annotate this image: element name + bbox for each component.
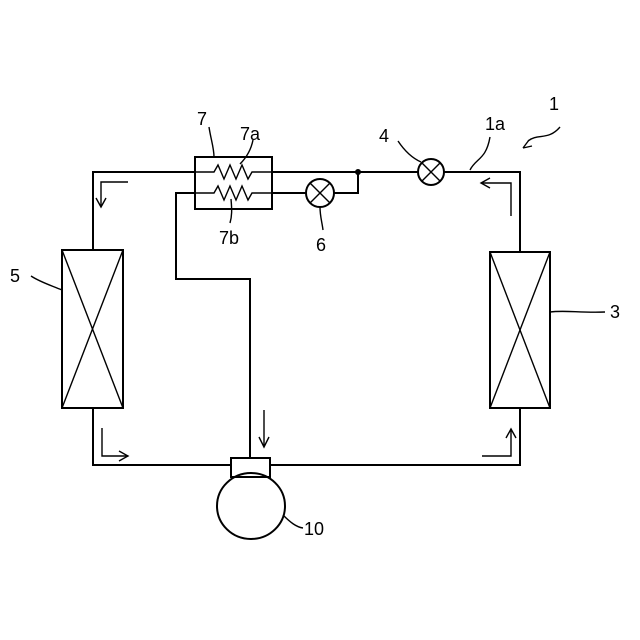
leader-6 (320, 207, 323, 230)
arrow-top-left (96, 182, 128, 207)
label-bypass-valve: 6 (316, 235, 326, 255)
reference-labels: 1 1a 4 7 7a 7b 6 5 3 10 (10, 94, 620, 539)
label-system: 1 (549, 94, 559, 114)
label-internal-hx-a: 7a (240, 124, 261, 144)
label-internal-hx: 7 (197, 109, 207, 129)
label-compressor: 10 (304, 519, 324, 539)
compressor (217, 458, 285, 539)
main-pipe-loop (93, 172, 520, 465)
leader-5 (31, 276, 62, 290)
right-heat-exchanger (490, 252, 550, 408)
leader-4 (398, 141, 421, 162)
leader-1-arrowhead (523, 140, 532, 148)
label-right-hx: 3 (610, 302, 620, 322)
label-internal-hx-b: 7b (219, 228, 239, 248)
leader-10 (283, 515, 303, 528)
bypass-valve-6 (306, 179, 334, 207)
label-pipe: 1a (485, 114, 506, 134)
arrow-suction-down (259, 410, 269, 447)
label-left-hx: 5 (10, 266, 20, 286)
internal-heat-exchanger (195, 157, 272, 209)
expansion-valve-4 (418, 159, 444, 185)
flow-arrows (96, 178, 516, 461)
leader-1a (470, 137, 490, 170)
leader-7b (230, 199, 232, 223)
leader-3 (550, 311, 605, 312)
label-expansion-valve: 4 (379, 126, 389, 146)
left-heat-exchanger (62, 250, 123, 408)
leader-1 (528, 127, 560, 141)
arrow-bottom-right (482, 429, 516, 456)
leader-7 (209, 127, 214, 157)
arrow-top-right (481, 178, 511, 216)
arrow-bottom-left (102, 428, 128, 461)
